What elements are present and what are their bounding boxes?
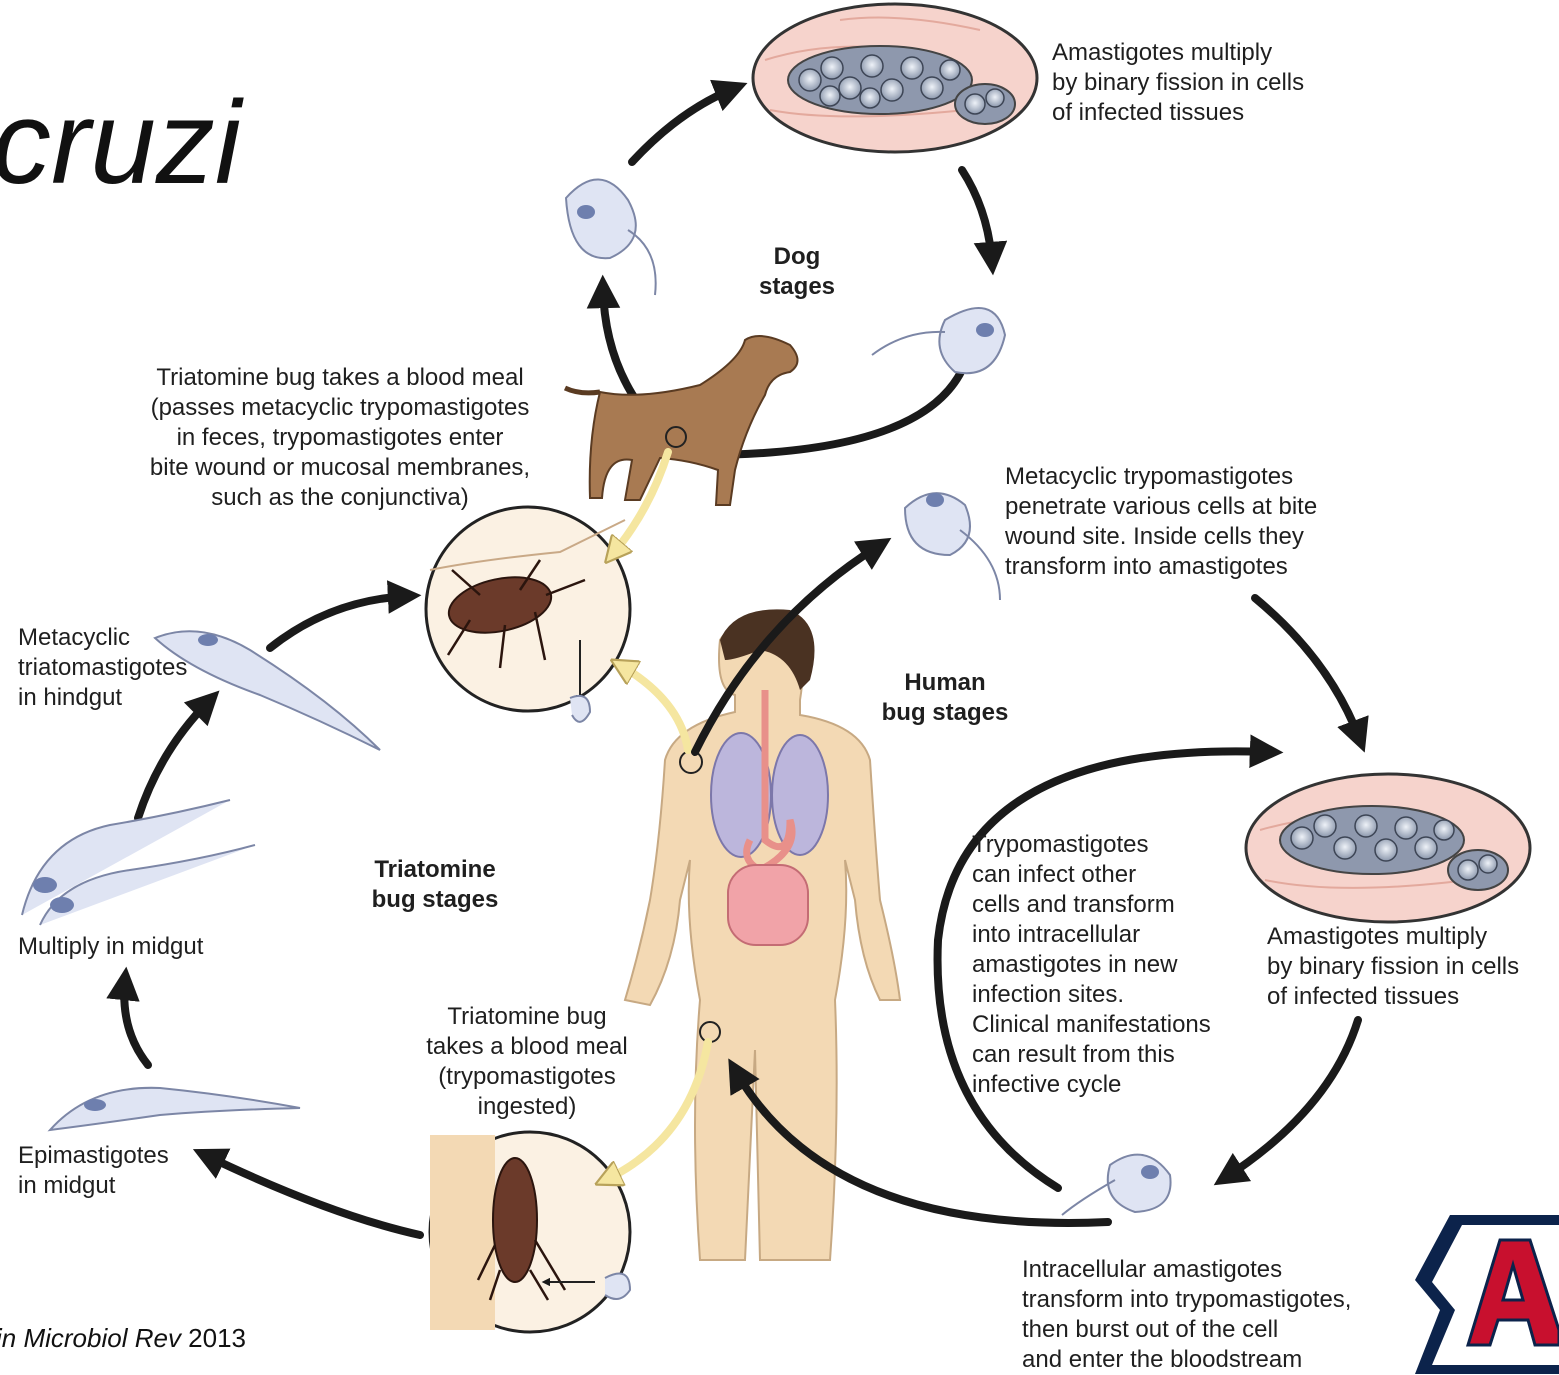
label-human-stages: Human bug stages bbox=[860, 668, 1030, 728]
label-metacyclic-hindgut: Metacyclic triatomastigotes in hindgut bbox=[18, 623, 187, 713]
arrow-bug-2 bbox=[138, 700, 210, 818]
citation: in Microbiol Rev 2013 bbox=[0, 1322, 246, 1354]
label-bug-meal-dog: Triatomine bug takes a blood meal (passe… bbox=[120, 363, 560, 513]
arrow-dog-1 bbox=[632, 88, 735, 162]
bug-circle-bottom bbox=[430, 1132, 630, 1332]
epimastigote-midgut bbox=[50, 1088, 300, 1130]
arrow-bug-3 bbox=[124, 980, 148, 1065]
label-dog-stages: Dog stages bbox=[732, 242, 862, 302]
label-trypo-infect: Trypomastigotes can infect other cells a… bbox=[972, 830, 1211, 1100]
label-metacyclic-penetrate: Metacyclic trypomastigotes penetrate var… bbox=[1005, 462, 1317, 582]
trypomastigote-dog-right bbox=[872, 308, 1005, 373]
arrow-human-3 bbox=[1225, 1020, 1358, 1178]
arrow-human-2 bbox=[1255, 598, 1360, 740]
citation-journal: in Microbiol Rev bbox=[0, 1323, 181, 1353]
label-multiply-midgut: Multiply in midgut bbox=[18, 932, 203, 962]
label-amastigotes-human: Amastigotes multiply by binary fission i… bbox=[1267, 922, 1519, 1012]
arrow-bug-4 bbox=[205, 1155, 420, 1235]
trypomastigote-dog-left bbox=[566, 179, 656, 295]
bug-circle-top bbox=[426, 507, 630, 722]
label-bug-meal-ingest: Triatomine bug takes a blood meal (trypo… bbox=[412, 1002, 642, 1122]
tissue-dog bbox=[753, 4, 1037, 152]
tissue-human bbox=[1246, 774, 1530, 922]
label-triatomine-stages: Triatomine bug stages bbox=[360, 855, 510, 915]
trypomastigote-bottom bbox=[1062, 1155, 1171, 1215]
arrow-bug-1 bbox=[270, 596, 408, 648]
metacyclic-parasite-top bbox=[905, 493, 1000, 600]
university-logo bbox=[1415, 1215, 1559, 1374]
citation-year: 2013 bbox=[181, 1323, 246, 1353]
dog-illustration bbox=[565, 336, 798, 505]
label-epimastigotes: Epimastigotes in midgut bbox=[18, 1141, 169, 1201]
label-amastigotes-dog: Amastigotes multiply by binary fission i… bbox=[1052, 38, 1304, 128]
label-intracellular: Intracellular amastigotes transform into… bbox=[1022, 1255, 1351, 1375]
arrow-dog-2 bbox=[962, 170, 992, 262]
